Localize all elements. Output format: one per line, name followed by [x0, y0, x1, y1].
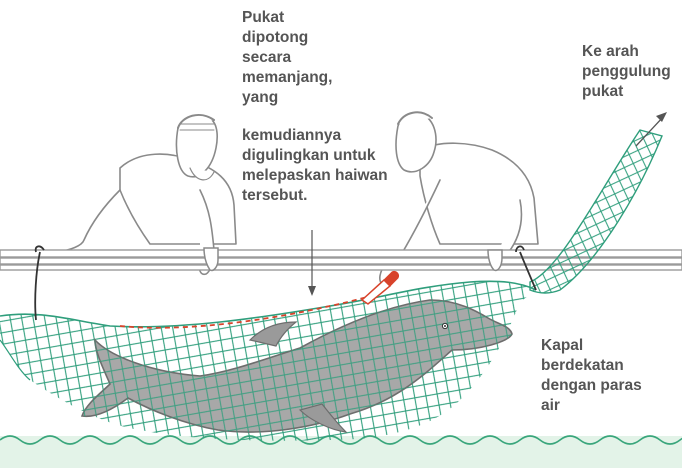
caption-line: dengan paras [541, 376, 642, 396]
caption-line: tersebut. [242, 186, 388, 206]
caption-line: yang [242, 88, 332, 108]
caption-line: melepaskan haiwan [242, 166, 388, 186]
caption-line: kemudiannya [242, 126, 388, 146]
caption-to-roller: Ke arah penggulung pukat [582, 42, 671, 102]
caption-cut-net-top: Pukat dipotong secara memanjang, yang [242, 8, 332, 108]
caption-line: air [541, 396, 642, 416]
caption-line: memanjang, [242, 68, 332, 88]
caption-line: Ke arah [582, 42, 671, 62]
caption-line: Pukat [242, 8, 332, 28]
caption-cut-net-bottom: kemudiannya digulingkan untuk melepaskan… [242, 126, 388, 206]
caption-line: secara [242, 48, 332, 68]
caption-line: digulingkan untuk [242, 146, 388, 166]
caption-line: Kapal [541, 336, 642, 356]
caption-line: dipotong [242, 28, 332, 48]
caption-line: pukat [582, 82, 671, 102]
caption-line: berdekatan [541, 356, 642, 376]
caption-line: penggulung [582, 62, 671, 82]
water [0, 436, 682, 468]
caption-boat-near-water: Kapal berdekatan dengan paras air [541, 336, 642, 416]
